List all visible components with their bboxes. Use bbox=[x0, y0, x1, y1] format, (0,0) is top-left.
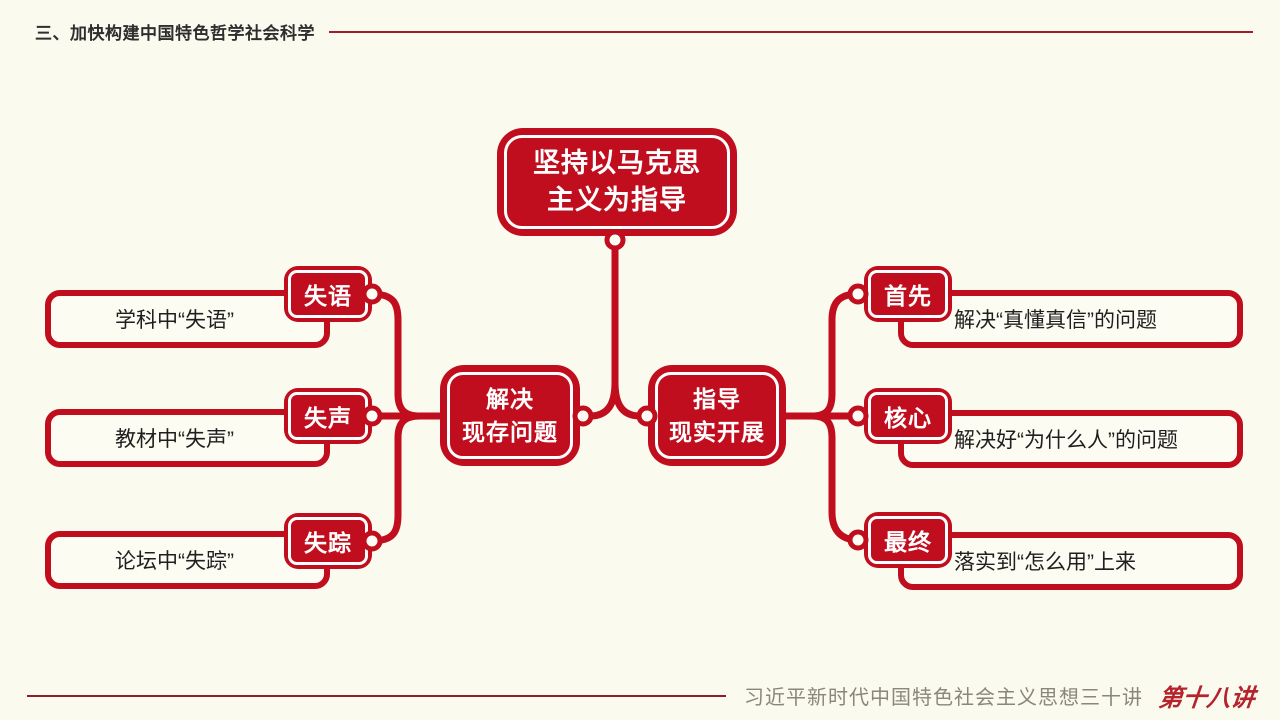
guide-practice-node: 指导 现实开展 bbox=[648, 365, 786, 466]
guide-practice-line2: 现实开展 bbox=[669, 418, 765, 445]
right-badge-1-label: 首先 bbox=[868, 270, 948, 318]
right-leaf-1-label: 解决“真懂真信”的问题 bbox=[954, 309, 1157, 332]
solve-problems-node-text: 解决 现存问题 bbox=[447, 372, 573, 459]
right-badge-2-label: 核心 bbox=[868, 392, 948, 440]
footer: 习近平新时代中国特色社会主义思想三十讲 第十八讲 bbox=[27, 678, 1257, 713]
left-badge-2-label: 失声 bbox=[288, 392, 368, 440]
header-rule bbox=[329, 30, 1253, 33]
connector-right-bottom bbox=[811, 412, 859, 544]
guide-practice-node-text: 指导 现实开展 bbox=[655, 372, 779, 459]
solve-problems-line1: 解决 bbox=[486, 385, 534, 412]
right-badge-3: 最终 bbox=[864, 512, 952, 568]
right-badge-1: 首先 bbox=[864, 266, 952, 322]
left-badge-1-label: 失语 bbox=[288, 270, 368, 318]
right-leaf-1: 解决“真懂真信”的问题 bbox=[898, 290, 1243, 348]
left-leaf-2-label: 教材中“失声” bbox=[115, 428, 234, 451]
left-badge-2: 失声 bbox=[284, 388, 372, 444]
connector-root-left bbox=[584, 246, 619, 420]
footer-lecture-number: 第十八讲 bbox=[1157, 685, 1257, 712]
right-leaf-2: 解决好“为什么人”的问题 bbox=[898, 410, 1243, 468]
left-leaf-1: 学科中“失语” bbox=[45, 290, 330, 348]
root-node: 坚持以马克思 主义为指导 bbox=[497, 128, 737, 236]
connector-root-right bbox=[611, 381, 646, 420]
root-node-text: 坚持以马克思 主义为指导 bbox=[504, 135, 730, 229]
solve-problems-line2: 现存问题 bbox=[462, 418, 558, 445]
solve-problems-node: 解决 现存问题 bbox=[440, 365, 580, 466]
right-leaf-3-label: 落实到“怎么用”上来 bbox=[954, 551, 1136, 574]
right-badge-3-label: 最终 bbox=[868, 516, 948, 564]
left-leaf-1-label: 学科中“失语” bbox=[115, 309, 234, 332]
left-leaf-3-label: 论坛中“失踪” bbox=[115, 550, 234, 573]
connector-left-bottom bbox=[371, 412, 421, 545]
right-leaf-3: 落实到“怎么用”上来 bbox=[898, 532, 1243, 590]
right-badge-2: 核心 bbox=[864, 388, 952, 444]
root-node-line2: 主义为指导 bbox=[547, 185, 687, 215]
left-leaf-3: 论坛中“失踪” bbox=[45, 531, 330, 589]
guide-practice-line1: 指导 bbox=[693, 385, 741, 412]
left-badge-3: 失踪 bbox=[284, 513, 372, 569]
left-badge-1: 失语 bbox=[284, 266, 372, 322]
root-node-line1: 坚持以马克思 bbox=[533, 147, 701, 178]
footer-rule bbox=[27, 694, 726, 697]
right-leaf-2-label: 解决好“为什么人”的问题 bbox=[954, 429, 1178, 452]
connector-right-top bbox=[778, 290, 859, 420]
footer-series-title: 习近平新时代中国特色社会主义思想三十讲 bbox=[744, 687, 1143, 709]
header: 三、加快构建中国特色哲学社会科学 bbox=[35, 19, 1253, 44]
slide-title: 三、加快构建中国特色哲学社会科学 bbox=[35, 24, 315, 43]
left-badge-3-label: 失踪 bbox=[288, 517, 368, 565]
